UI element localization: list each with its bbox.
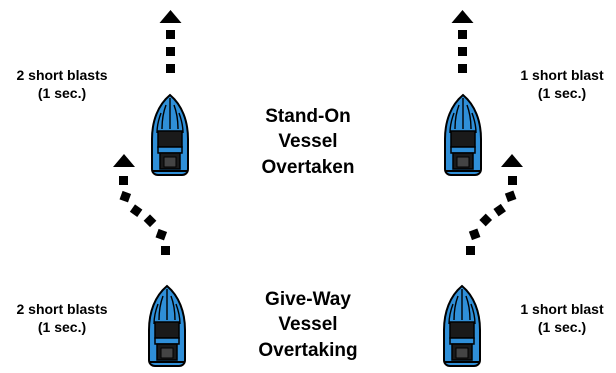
boat-icon bbox=[444, 94, 482, 176]
signal-duration: (1 sec.) bbox=[37, 318, 87, 335]
stand-on-label: Stand-On Vessel Overtaken bbox=[261, 106, 355, 178]
signal-text: 2 short blasts bbox=[16, 67, 108, 83]
dotted-arrow-icon bbox=[159, 10, 182, 73]
dotted-arrow-icon bbox=[466, 154, 523, 255]
signal-label-left-top: 2 short blasts (1 sec.) bbox=[6, 67, 118, 102]
dotted-arrow-icon bbox=[451, 10, 474, 73]
give-way-label: Give-Way Vessel Overtaking bbox=[258, 289, 358, 361]
signal-label-right-bottom: 1 short blast (1 sec.) bbox=[508, 301, 616, 336]
signal-label-left-bottom: 2 short blasts (1 sec.) bbox=[6, 301, 118, 336]
signal-text: 1 short blast bbox=[520, 301, 604, 317]
boat-icon bbox=[151, 94, 189, 176]
signal-duration: (1 sec.) bbox=[537, 84, 587, 101]
signal-text: 2 short blasts bbox=[16, 301, 108, 317]
signal-duration: (1 sec.) bbox=[37, 84, 87, 101]
boat-icon bbox=[148, 285, 186, 367]
signal-duration: (1 sec.) bbox=[537, 318, 587, 335]
boat-icon bbox=[443, 285, 481, 367]
signal-label-right-top: 1 short blast (1 sec.) bbox=[508, 67, 616, 102]
signal-text: 1 short blast bbox=[520, 67, 604, 83]
dotted-arrow-icon bbox=[113, 154, 170, 255]
